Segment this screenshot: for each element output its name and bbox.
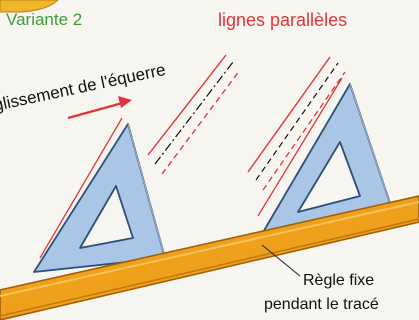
red-solid-line xyxy=(147,54,227,156)
set-square-right xyxy=(261,83,394,235)
set-square-left xyxy=(33,123,166,273)
ruler-leader-line xyxy=(261,244,301,277)
red-arrow-icon xyxy=(67,96,132,120)
parallel-lines-label: lignes parallèles xyxy=(218,10,348,30)
corner-banner xyxy=(0,0,59,13)
fixed-ruler xyxy=(0,195,419,320)
black-dashdot-line xyxy=(154,61,234,165)
red-hypotenuse-line-right xyxy=(257,77,343,217)
black-dashed-line xyxy=(255,62,339,181)
red-dashed-line xyxy=(262,71,346,191)
ruler-label-line1: Règle fixe xyxy=(303,272,375,289)
red-dashed-line xyxy=(161,69,241,175)
parallel-lines-left xyxy=(147,54,241,175)
red-solid-line xyxy=(247,56,331,173)
ruler-label-line2: pendant le tracé xyxy=(264,296,379,313)
red-hypotenuse-line-left xyxy=(39,117,123,259)
parallel-lines-right xyxy=(247,56,346,191)
variant-label: Variante 2 xyxy=(6,10,83,29)
